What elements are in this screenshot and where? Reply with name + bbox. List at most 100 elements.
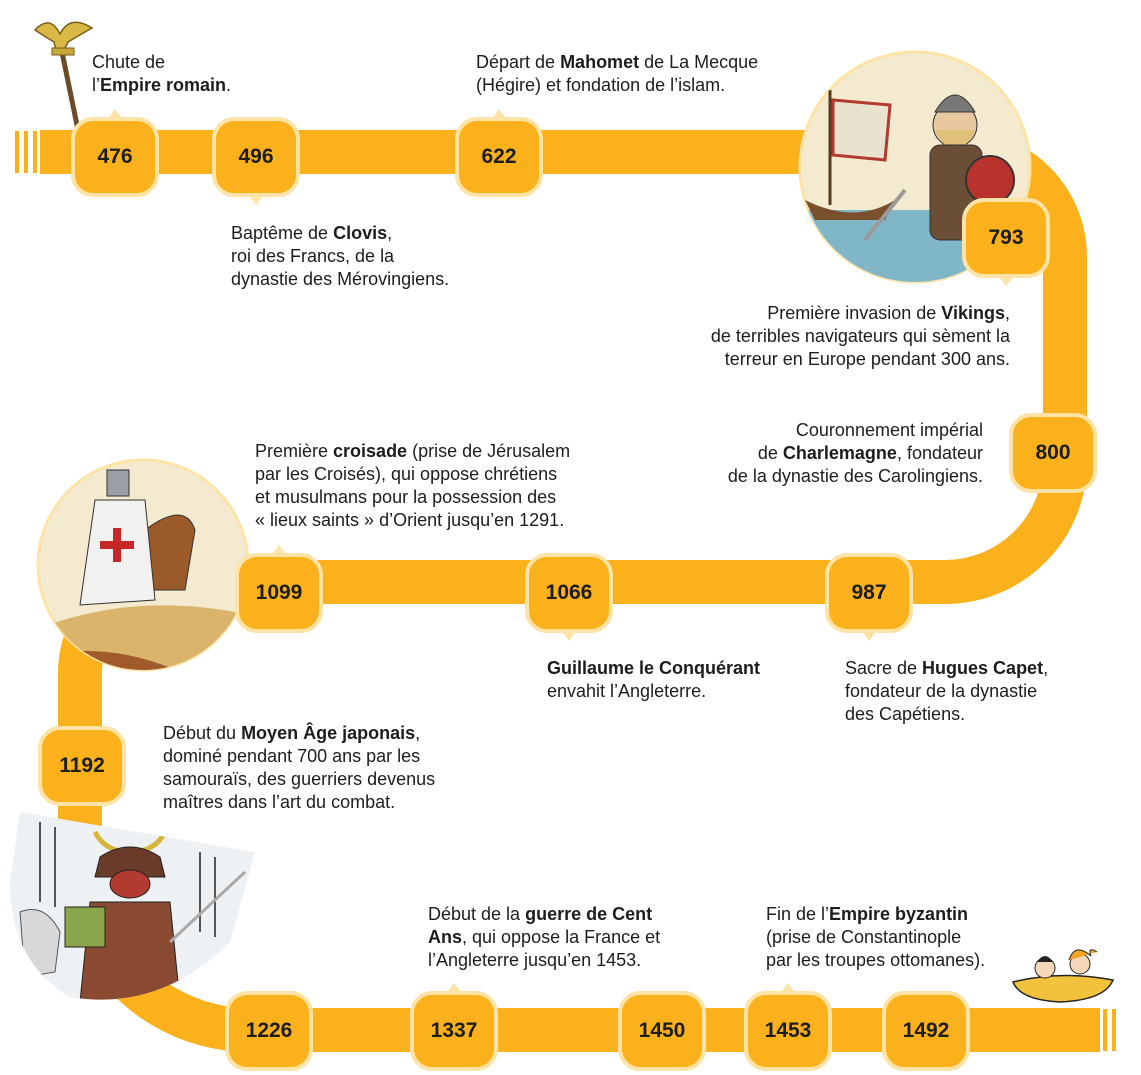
caption-text: ,	[1004, 303, 1010, 323]
caption-keyword: Moyen Âge japonais	[241, 723, 416, 743]
caption-line: des Capétiens.	[845, 703, 1048, 726]
caption-line: l’Empire romain.	[92, 74, 231, 97]
caption-text: Baptême de	[231, 223, 334, 243]
year-label: 1450	[638, 1019, 686, 1042]
caption-keyword: Clovis	[333, 223, 388, 243]
caption-line: Baptême de Clovis,	[231, 222, 449, 245]
caption-line: terreur en Europe pendant 300 ans.	[711, 348, 1010, 371]
caption-793: Première invasion de Vikings,de terrible…	[711, 302, 1010, 371]
caption-keyword: Empire byzantin	[829, 904, 969, 924]
caption-line: envahit l’Angleterre.	[547, 680, 760, 703]
caption-line: par les troupes ottomanes).	[766, 949, 985, 972]
caption-line: Première invasion de Vikings,	[711, 302, 1010, 325]
caption-line: Sacre de Hugues Capet,	[845, 657, 1048, 680]
caption-text: (prise de Constantinople	[766, 927, 962, 947]
caption-text: Fin de l’	[766, 904, 830, 924]
caption-keyword: Charlemagne	[782, 443, 897, 463]
year-label: 1453	[764, 1019, 812, 1042]
caption-text: , qui oppose la France et	[462, 927, 661, 947]
caption-line: (prise de Constantinople	[766, 926, 985, 949]
caption-text: l’	[92, 75, 100, 95]
caption-text: ,	[1043, 658, 1049, 678]
caption-line: de la dynastie des Carolingiens.	[728, 465, 983, 488]
caption-keyword: Ans	[428, 927, 463, 947]
caption-line: de terribles navigateurs qui sèment la	[711, 325, 1010, 348]
caption-text: Début de la	[428, 904, 526, 924]
year-label: 496	[238, 145, 274, 168]
caption-text: Début du	[163, 723, 242, 743]
caption-text: de terribles navigateurs qui sèment la	[710, 326, 1010, 346]
year-label: 987	[851, 581, 887, 604]
year-badge-1099: 1099	[235, 545, 323, 633]
caption-keyword: croisade	[333, 441, 408, 461]
year-badge-622: 622	[455, 109, 543, 197]
caption-text: , fondateur	[896, 443, 983, 463]
caption-622: Départ de Mahomet de La Mecque(Hégire) e…	[476, 51, 758, 97]
cartoon-kids-boat-icon	[1011, 949, 1115, 1003]
caption-keyword: Mahomet	[560, 52, 640, 72]
caption-line: Chute de	[92, 51, 231, 74]
caption-text: fondateur de la dynastie	[845, 681, 1038, 701]
caption-987: Sacre de Hugues Capet,fondateur de la dy…	[845, 657, 1048, 726]
caption-line: Début de la guerre de Cent	[428, 903, 660, 926]
caption-keyword: guerre de Cent	[525, 904, 653, 924]
year-label: 1492	[902, 1019, 950, 1042]
caption-text: ,	[387, 223, 393, 243]
year-badge-1192: 1192	[38, 726, 126, 806]
caption-text: dynastie des Mérovingiens.	[231, 269, 450, 289]
caption-text: Départ de	[476, 52, 561, 72]
caption-text: des Capétiens.	[845, 704, 966, 724]
year-badge-793: 793	[962, 198, 1050, 286]
caption-text: de	[757, 443, 783, 463]
year-badge-800: 800	[1009, 413, 1097, 493]
year-label: 1337	[430, 1019, 478, 1042]
year-badge-1226: 1226	[225, 991, 313, 1071]
caption-text: l’Angleterre jusqu’en 1453.	[428, 950, 642, 970]
caption-text: dominé pendant 700 ans par les	[163, 746, 421, 766]
caption-text: Chute de	[92, 52, 166, 72]
caption-text: envahit l’Angleterre.	[547, 681, 707, 701]
caption-text: « lieux saints » d’Orient jusqu’en 1291.	[255, 510, 565, 530]
year-badge-1453: 1453	[744, 983, 832, 1071]
year-badge-1066: 1066	[525, 553, 613, 641]
caption-text: roi des Francs, de la	[231, 246, 395, 266]
caption-text: par les Croisés), qui oppose chrétiens	[255, 464, 558, 484]
crusader-knight-illustration	[36, 458, 250, 672]
year-badge-496: 496	[212, 117, 300, 205]
year-badge-1450: 1450	[618, 991, 706, 1071]
caption-text: .	[226, 75, 232, 95]
year-badge-1492: 1492	[882, 991, 970, 1071]
caption-line: « lieux saints » d’Orient jusqu’en 1291.	[255, 509, 570, 532]
year-label: 476	[97, 145, 133, 168]
caption-text: Couronnement impérial	[795, 420, 983, 440]
caption-text: maîtres dans l’art du combat.	[163, 792, 396, 812]
caption-line: de Charlemagne, fondateur	[728, 442, 983, 465]
year-label: 1066	[545, 581, 593, 604]
caption-line: (Hégire) et fondation de l’islam.	[476, 74, 758, 97]
year-label: 1192	[59, 754, 105, 777]
caption-text: Première	[255, 441, 334, 461]
caption-text: terreur en Europe pendant 300 ans.	[724, 349, 1010, 369]
caption-text: (Hégire) et fondation de l’islam.	[476, 75, 726, 95]
roman-eagle-standard-icon	[33, 21, 94, 131]
samurai-illustration	[10, 812, 255, 1000]
caption-1453: Fin de l’Empire byzantin(prise de Consta…	[766, 903, 985, 972]
caption-line: samouraïs, des guerriers devenus	[163, 768, 435, 791]
year-badge-476: 476	[71, 109, 159, 197]
caption-line: Fin de l’Empire byzantin	[766, 903, 985, 926]
caption-1192: Début du Moyen Âge japonais,dominé penda…	[163, 722, 435, 814]
caption-keyword: Hugues Capet	[922, 658, 1044, 678]
caption-line: dominé pendant 700 ans par les	[163, 745, 435, 768]
caption-line: Couronnement impérial	[728, 419, 983, 442]
year-badge-1337: 1337	[410, 983, 498, 1071]
caption-text: et musulmans pour la possession des	[255, 487, 557, 507]
caption-line: l’Angleterre jusqu’en 1453.	[428, 949, 660, 972]
caption-line: dynastie des Mérovingiens.	[231, 268, 449, 291]
caption-line: fondateur de la dynastie	[845, 680, 1048, 703]
